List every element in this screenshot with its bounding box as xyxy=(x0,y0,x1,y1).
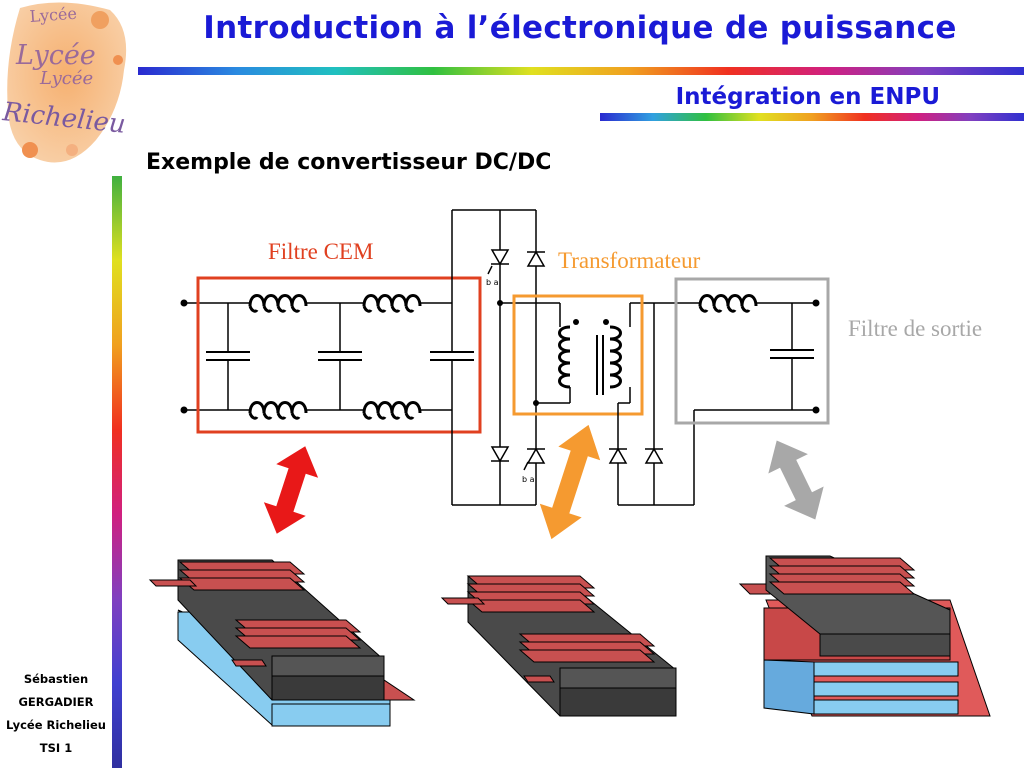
output-filter-circuit xyxy=(694,294,820,414)
author-first-name: Sébastien xyxy=(23,672,89,686)
slide-heading: Exemple de convertisseur DC/DC xyxy=(146,150,552,175)
integrated-output-filter-3d xyxy=(738,555,991,717)
emi-double-arrow xyxy=(263,446,319,534)
author-last-name: GERGADIER xyxy=(18,695,94,709)
transformer-frame xyxy=(512,294,644,416)
upper-switch-terminals: b a xyxy=(486,278,499,287)
logo-text-1: Lycée xyxy=(29,4,77,26)
author-class: TSI 1 xyxy=(39,741,73,755)
sidebar-rainbow-bar xyxy=(112,176,122,768)
emi-filter-label: Filtre CEM xyxy=(268,239,373,264)
output-double-arrow xyxy=(768,440,824,520)
author-school: Lycée Richelieu xyxy=(6,718,106,732)
transformer-double-arrow xyxy=(539,424,601,540)
inverter-bridge xyxy=(451,209,560,506)
integrated-emi-filter-3d xyxy=(148,559,416,727)
output-filter-frame xyxy=(674,277,830,425)
emi-filter-frame xyxy=(196,276,482,434)
integrated-transformer-3d xyxy=(440,575,677,717)
transformer-circuit xyxy=(558,302,654,404)
school-logo: Lycée Lycée Lycée Richelieu xyxy=(0,2,127,163)
output-filter-label: Filtre de sortie xyxy=(848,316,982,341)
output-rectifier xyxy=(608,302,695,506)
logo-text-2: Lycée xyxy=(15,40,96,71)
emi-filter-circuit xyxy=(180,294,475,420)
subtitle-rainbow-bar xyxy=(600,113,1024,121)
lower-switch-terminals: b a xyxy=(522,475,535,484)
page-title: Introduction à l’électronique de puissan… xyxy=(203,10,957,46)
logo-text-3: Lycée xyxy=(39,68,93,89)
section-subtitle: Intégration en ENPU xyxy=(675,84,940,110)
title-rainbow-bar xyxy=(138,67,1024,75)
author-block: Sébastien GERGADIER Lycée Richelieu TSI … xyxy=(0,668,112,760)
transformer-label: Transformateur xyxy=(558,248,701,273)
